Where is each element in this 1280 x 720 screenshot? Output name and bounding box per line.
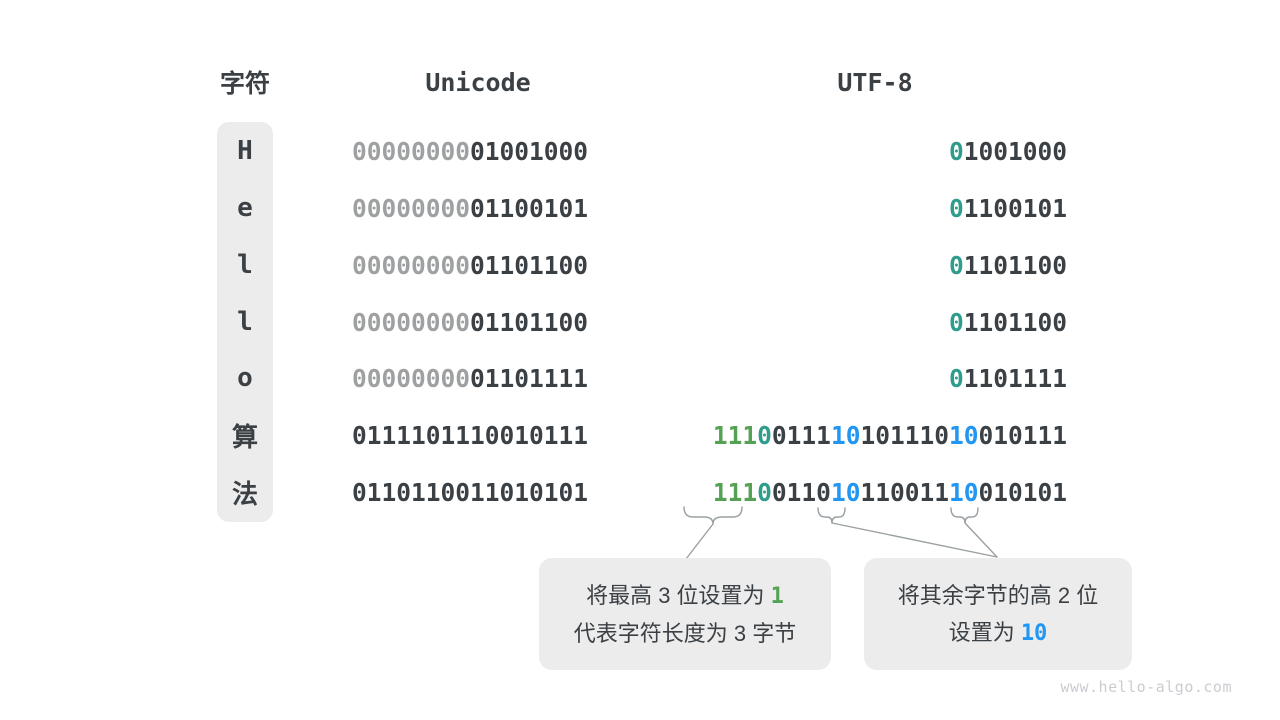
bit-segment: 01001000 xyxy=(470,136,589,166)
unicode-value: 01101100 11010101 xyxy=(352,472,612,512)
unicode-value: 00000000 01101111 xyxy=(352,358,612,398)
bit-segment: 0 xyxy=(948,250,964,280)
char-cell: o xyxy=(237,363,253,393)
bit-segment: 1 xyxy=(770,583,784,609)
bit-segment: 01101100 xyxy=(470,307,589,337)
bit-segment: 00000000 xyxy=(352,250,471,280)
callout-line: 将最高 3 位设置为 1 xyxy=(586,577,784,615)
bit-segment: 10 xyxy=(948,477,979,507)
bit-segment: 00000000 xyxy=(352,193,471,223)
unicode-value: 00000000 01001000 xyxy=(352,131,612,171)
connector-right-callout-a xyxy=(831,522,998,558)
bit-segment: 1101100 xyxy=(963,307,1067,337)
watermark: www.hello-algo.com xyxy=(1060,678,1232,696)
bit-segment: 01101111 xyxy=(470,363,589,393)
char-cell: 法 xyxy=(231,479,258,510)
bit-segment: 010111 xyxy=(978,420,1067,450)
char-cell: H xyxy=(237,136,253,166)
bit-segment: 01100101 xyxy=(470,193,589,223)
callout-line: 将其余字节的高 2 位 xyxy=(898,577,1098,614)
callout-continuation-bits: 将其余字节的高 2 位设置为 10 xyxy=(864,558,1132,670)
unicode-value: 00000000 01101100 xyxy=(352,245,612,285)
char-cell: e xyxy=(237,193,253,223)
bit-segment: 10 xyxy=(948,420,979,450)
bit-segment: 0 xyxy=(757,420,772,450)
bit-segment: 代表字符长度为 3 字节 xyxy=(573,620,797,646)
bit-segment: 111 xyxy=(712,420,758,450)
connector-right-callout-b xyxy=(964,522,998,558)
char-cell: 算 xyxy=(231,422,258,453)
callout-leading-bits: 将最高 3 位设置为 1 代表字符长度为 3 字节 xyxy=(539,558,831,670)
bit-segment: 0111 xyxy=(771,420,831,450)
bit-segment: 0110 xyxy=(771,477,831,507)
bit-segment: 1101111 xyxy=(963,363,1067,393)
bit-segment: 10 xyxy=(1020,620,1048,646)
bit-segment: 01101100 xyxy=(470,250,589,280)
callout-line: 代表字符长度为 3 字节 xyxy=(574,615,796,652)
column-header-utf8: UTF-8 xyxy=(837,67,913,97)
bit-segment: 10 xyxy=(830,477,861,507)
bit-segment: 110011 xyxy=(860,477,949,507)
bit-segment: 00000000 xyxy=(352,363,471,393)
bit-segment: 设置为 xyxy=(948,619,1021,645)
bit-segment: 0 xyxy=(948,136,964,166)
bit-segment: 00000000 xyxy=(352,307,471,337)
bit-segment: 01101100 xyxy=(352,477,471,507)
column-header-char: 字符 xyxy=(219,70,270,98)
bit-segment: 1101100 xyxy=(963,250,1067,280)
char-cell: l xyxy=(237,250,253,280)
bit-segment: 10 xyxy=(830,420,861,450)
char-cell: l xyxy=(237,307,253,337)
connector-left-callout xyxy=(685,523,714,560)
column-header-unicode: Unicode xyxy=(425,67,531,97)
bit-segment: 0 xyxy=(757,477,772,507)
bit-segment: 0 xyxy=(948,363,964,393)
char-column-panel xyxy=(217,122,273,522)
bit-segment: 01111011 xyxy=(352,420,471,450)
unicode-value: 01111011 10010111 xyxy=(352,415,612,455)
bit-segment: 10010111 xyxy=(470,420,589,450)
bit-segment: 111 xyxy=(712,477,758,507)
unicode-value: 00000000 01101100 xyxy=(352,302,612,342)
bit-segment: 11010101 xyxy=(470,477,589,507)
bit-segment: 0 xyxy=(948,193,964,223)
callout-line: 设置为 10 xyxy=(949,614,1048,652)
bit-segment: 0 xyxy=(948,307,964,337)
bit-segment: 1100101 xyxy=(963,193,1067,223)
bit-segment: 101110 xyxy=(860,420,949,450)
bit-segment: 将其余字节的高 2 位 xyxy=(897,582,1099,608)
bit-segment: 1001000 xyxy=(963,136,1067,166)
unicode-value: 00000000 01100101 xyxy=(352,188,612,228)
bit-segment: 010101 xyxy=(978,477,1067,507)
bit-segment: 将最高 3 位设置为 xyxy=(586,582,771,608)
bit-segment: 00000000 xyxy=(352,136,471,166)
